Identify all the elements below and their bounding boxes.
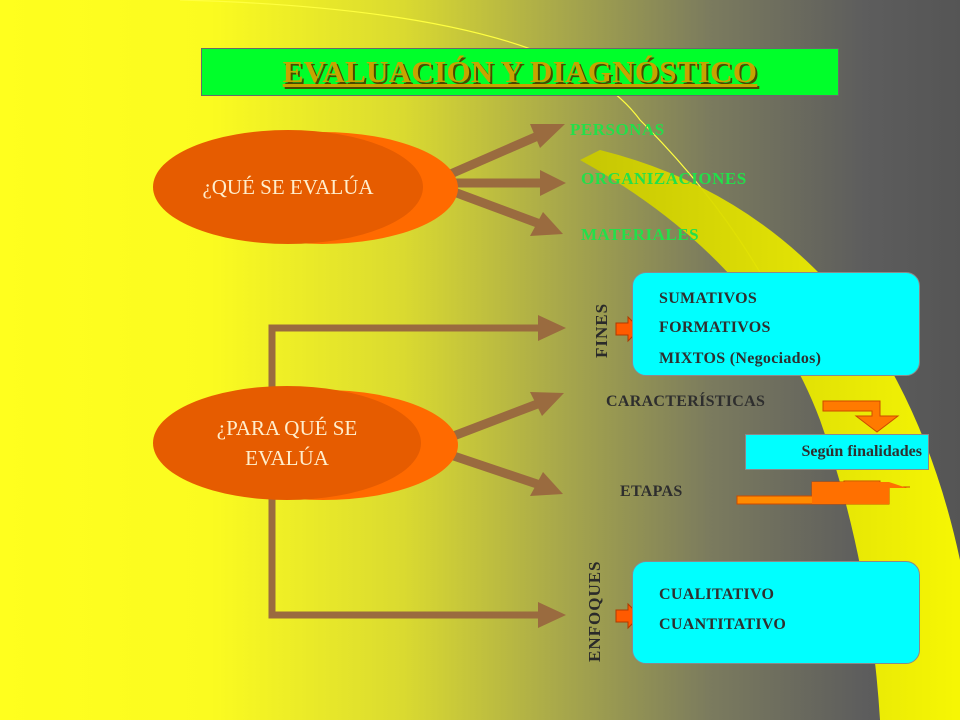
arrowhead-organizaciones: [540, 170, 566, 196]
item-materiales: MATERIALES: [581, 225, 700, 244]
bent-arrow-top: [822, 400, 900, 433]
para-que-arrowheads: [538, 315, 566, 628]
para-que-bracket: [268, 324, 540, 619]
arrowhead-personas: [530, 124, 565, 148]
title-banner: EVALUACIÓN Y DIAGNÓSTICO: [201, 48, 839, 96]
bent-arrow-bottom: [736, 480, 910, 505]
arrowhead-etapas: [530, 472, 563, 496]
item-personas: PERSONAS: [570, 120, 665, 139]
enfoques-label: ENFOQUES: [585, 560, 604, 662]
segun-finalidades-label: Según finalidades: [801, 443, 922, 460]
enfoques-item-cuantitativo: CUANTITATIVO: [659, 616, 787, 633]
fines-item-formativos: FORMATIVOS: [659, 319, 771, 336]
enfoques-box: [632, 561, 920, 664]
etapas-label: ETAPAS: [620, 483, 683, 500]
arrowhead-caracteristicas: [530, 392, 564, 416]
que-se-evalua-label: ¿QUÉ SE EVALÚA: [202, 175, 374, 199]
para-que-label-line2: EVALÚA: [245, 446, 329, 470]
fines-item-mixtos: MIXTOS (Negociados): [659, 350, 822, 367]
segun-finalidades-box: Según finalidades: [745, 434, 929, 470]
caracteristicas-label: CARACTERÍSTICAS: [606, 393, 766, 410]
arrowhead-materiales: [530, 212, 563, 236]
item-organizaciones: ORGANIZACIONES: [581, 169, 747, 188]
enfoques-item-cualitativo: CUALITATIVO: [659, 586, 775, 603]
arrowhead-enfoques: [538, 602, 566, 628]
fines-item-sumativos: SUMATIVOS: [659, 290, 758, 307]
fines-label: FINES: [592, 302, 611, 358]
connector-to-enfoques: [268, 495, 540, 619]
que-se-evalua-ellipse: ¿QUÉ SE EVALÚA: [153, 130, 423, 244]
para-que-se-evalua-ellipse: ¿PARA QUÉ SE EVALÚA: [153, 386, 421, 500]
connector-to-fines: [268, 324, 540, 395]
fines-box: [632, 272, 920, 376]
page-title: EVALUACIÓN Y DIAGNÓSTICO: [282, 54, 758, 89]
para-que-label-line1: ¿PARA QUÉ SE: [216, 416, 358, 440]
arrowhead-fines: [538, 315, 566, 341]
